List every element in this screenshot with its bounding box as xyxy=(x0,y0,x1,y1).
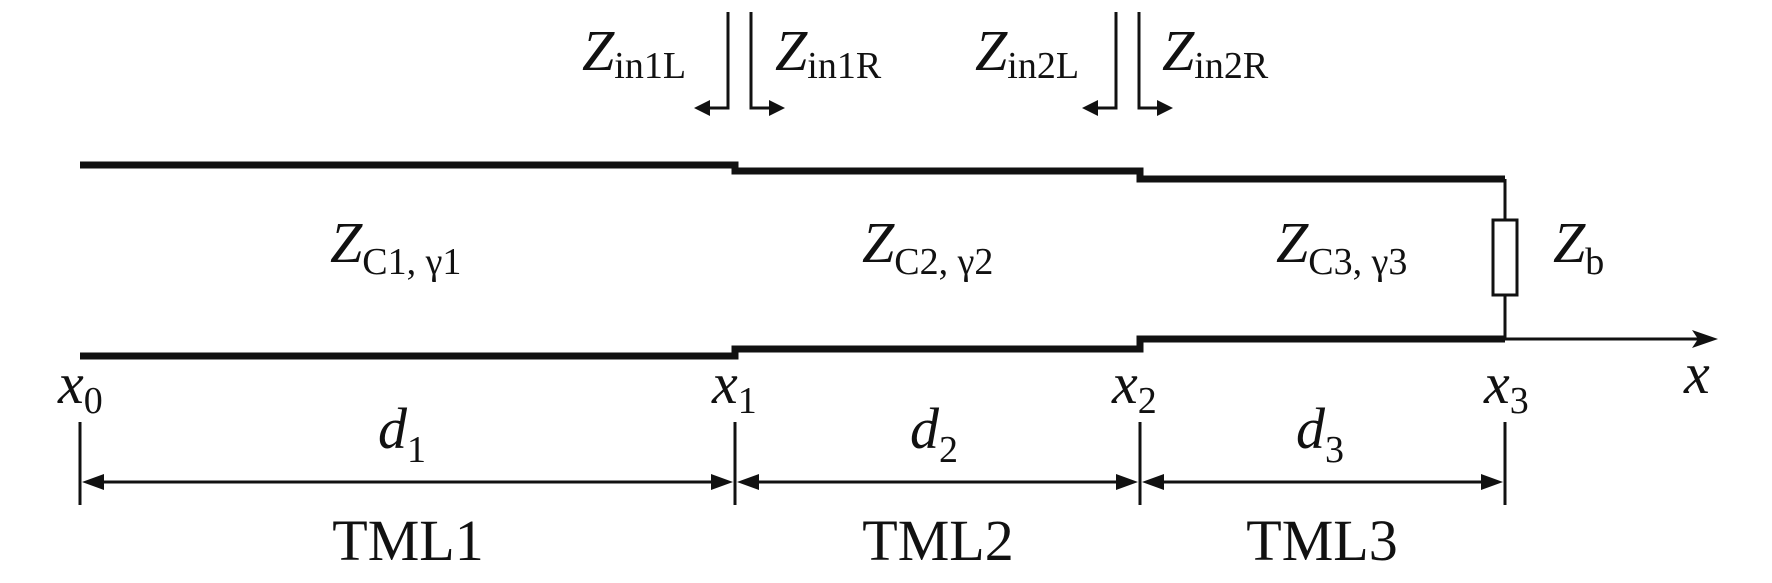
label-zc2: ZC2, γ2 xyxy=(862,210,993,283)
label-d3: d3 xyxy=(1296,396,1344,471)
label-zb: Zb xyxy=(1553,210,1604,283)
label-zin2l: Zin2L xyxy=(975,18,1079,87)
label-x0: x0 xyxy=(57,351,103,422)
label-zin1l: Zin1L xyxy=(582,18,686,87)
input-arrows-x1 xyxy=(694,12,785,116)
label-zin2r: Zin2R xyxy=(1162,18,1269,87)
dimension-arrow-d1 xyxy=(82,474,733,490)
segment-label-tml2: TML2 xyxy=(862,508,1013,573)
dimension-arrow-d3 xyxy=(1142,474,1503,490)
input-arrows-x2 xyxy=(1082,12,1173,116)
x-axis-arrowhead-icon xyxy=(1692,330,1718,348)
label-zc1: ZC1, γ1 xyxy=(330,210,461,283)
dimension-arrow-d2 xyxy=(737,474,1138,490)
top-conductor xyxy=(80,161,1505,183)
label-zc3: ZC3, γ3 xyxy=(1276,210,1407,283)
dimension-ticks xyxy=(78,422,1507,505)
label-x2: x2 xyxy=(1111,351,1157,422)
label-x3: x3 xyxy=(1483,351,1529,422)
label-x1: x1 xyxy=(711,351,757,422)
label-d1: d1 xyxy=(378,396,426,471)
segment-label-tml3: TML3 xyxy=(1246,508,1397,573)
label-d2: d2 xyxy=(910,396,958,471)
label-zin1r: Zin1R xyxy=(775,18,882,87)
bottom-conductor xyxy=(80,335,1505,360)
segment-label-tml1: TML1 xyxy=(332,508,483,573)
load-resistor-icon xyxy=(1491,218,1519,297)
axis-label-x: x xyxy=(1683,341,1710,406)
